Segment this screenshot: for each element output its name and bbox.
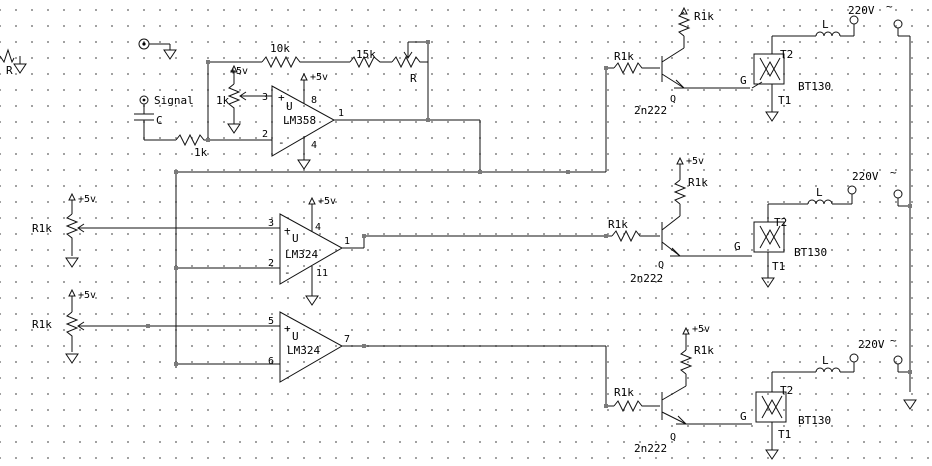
- lm358-pin1: 1: [338, 108, 344, 119]
- feedback-pot-label: R: [410, 72, 417, 85]
- base-r-1-label: R1k: [614, 50, 634, 63]
- mains-1-label: 220V: [848, 4, 875, 17]
- lm324a-pin2: 2: [268, 258, 274, 269]
- triac1-g: G: [740, 74, 747, 87]
- lm358-pin4: 4: [311, 140, 317, 151]
- collector-r-1-label: R1k: [694, 10, 714, 23]
- threshold-pot-1: +5v R1k: [32, 192, 272, 268]
- q2-label: 2n222: [630, 272, 663, 285]
- lm358-supply: +5v: [310, 72, 328, 83]
- mains-2-label: 220V: [852, 170, 879, 183]
- lm324a-supply: +5v: [318, 196, 336, 207]
- q1-q-label: Q: [670, 94, 676, 105]
- lm324b-pin5: 5: [268, 316, 274, 327]
- inductor-3-label: L: [822, 354, 829, 367]
- signal-label: Signal: [154, 94, 194, 107]
- feedback-network: 10k 15k R: [207, 41, 429, 140]
- stray-resistor-fragment: R: [0, 48, 27, 77]
- collector-r-2-label: R1k: [688, 176, 708, 189]
- resistor-15k-label: 15k: [356, 48, 376, 61]
- resistor-10k-label: 10k: [270, 42, 290, 55]
- lm358-pin2: 2: [262, 129, 268, 140]
- junction-nodes: [146, 40, 912, 408]
- mains-3-label: 220V: [858, 338, 885, 351]
- q2-supply: +5v: [686, 156, 704, 167]
- q3-q-label: Q: [670, 432, 676, 443]
- lm358-pin3: 3: [262, 92, 268, 103]
- signal-input: Signal C: [134, 94, 194, 141]
- mains-2-tilde: ~: [890, 166, 897, 179]
- pot1-supply: +5v: [78, 194, 96, 205]
- pot2-supply: +5v: [78, 290, 96, 301]
- pot1-label: R1k: [32, 222, 52, 235]
- lm324b-plus: +: [284, 322, 291, 335]
- triac2-label: BT130: [794, 246, 827, 259]
- triac1-t1: T1: [778, 94, 791, 107]
- triac2-g: G: [734, 240, 741, 253]
- collector-r-3-label: R1k: [694, 344, 714, 357]
- lm324a-pin4: 4: [315, 222, 321, 233]
- pot-supply-label: +5v: [230, 66, 248, 77]
- lm324a-pin1: 1: [344, 236, 350, 247]
- lm324b-pin7: 7: [344, 334, 350, 345]
- base-r-3-label: R1k: [614, 386, 634, 399]
- triac1-t2: T2: [780, 48, 793, 61]
- triac2-t2: T2: [774, 216, 787, 229]
- opamp-lm324-b: + - U LM324 5 6 7: [268, 311, 606, 383]
- lm324a-u: U: [292, 232, 299, 245]
- common-bus: [175, 171, 606, 368]
- resistor-1k-input: 1k: [175, 133, 208, 159]
- input-jack: [138, 38, 177, 60]
- lm358-plus: +: [278, 91, 285, 104]
- lm358-u: U: [286, 100, 293, 113]
- triac3-t2: T2: [780, 384, 793, 397]
- q3-label: 2n222: [634, 442, 667, 455]
- driver-stage-1: R1k R1k Q 2n222 G T2 T1 BT130 L 220V ~: [605, 0, 903, 172]
- lm324a-pin3: 3: [268, 218, 274, 229]
- lm324a-minus: -: [284, 266, 291, 279]
- opamp-lm324-a: + - U LM324 3 2 1 4 11 +5v: [268, 196, 606, 306]
- mains-1-tilde: ~: [886, 0, 893, 13]
- q1-label: 2n222: [634, 104, 667, 117]
- lm324b-name: LM324: [287, 344, 320, 357]
- mains-3-tilde: ~: [890, 334, 897, 347]
- inductor-2-label: L: [816, 186, 823, 199]
- triac3-t1: T1: [778, 428, 791, 441]
- threshold-pot-2: +5v R1k: [32, 288, 272, 364]
- stray-r-label: R: [6, 64, 13, 77]
- lm358-pin8: 8: [311, 95, 317, 106]
- triac2-t1: T1: [772, 260, 785, 273]
- driver-stage-2: R1k +5v R1k Q 2n222 G T2 T1 BT130 L 220V…: [606, 156, 903, 288]
- triac3-g: G: [740, 410, 747, 423]
- mains-return-rail: [898, 35, 917, 410]
- lm324a-name: LM324: [285, 248, 318, 261]
- pot2-label: R1k: [32, 318, 52, 331]
- triac1-label: BT130: [798, 80, 831, 93]
- opamp-lm358: + - U LM358 3 2 1 8 4 +5v: [208, 72, 481, 172]
- pot-1k-label: 1k: [216, 94, 230, 107]
- triac3-label: BT130: [798, 414, 831, 427]
- q3-supply: +5v: [692, 324, 710, 335]
- base-r-2-label: R1k: [608, 218, 628, 231]
- resistor-1k-label: 1k: [194, 146, 208, 159]
- lm324b-u: U: [292, 330, 299, 343]
- driver-stage-3: R1k +5v R1k Q 2n222 G T2 T1 BT130 L 220V…: [605, 324, 903, 460]
- lm358-minus: -: [278, 136, 285, 149]
- lm324b-pin6: 6: [268, 356, 274, 367]
- lm358-name: LM358: [283, 114, 316, 127]
- capacitor-label: C: [156, 114, 163, 127]
- lm324a-pin11: 11: [316, 268, 328, 279]
- lm324b-minus: -: [284, 364, 291, 377]
- q2-q-label: Q: [658, 260, 664, 271]
- reference-pot-1k: +5v 1k: [216, 64, 272, 134]
- lm324a-plus: +: [284, 224, 291, 237]
- inductor-1-label: L: [822, 18, 829, 31]
